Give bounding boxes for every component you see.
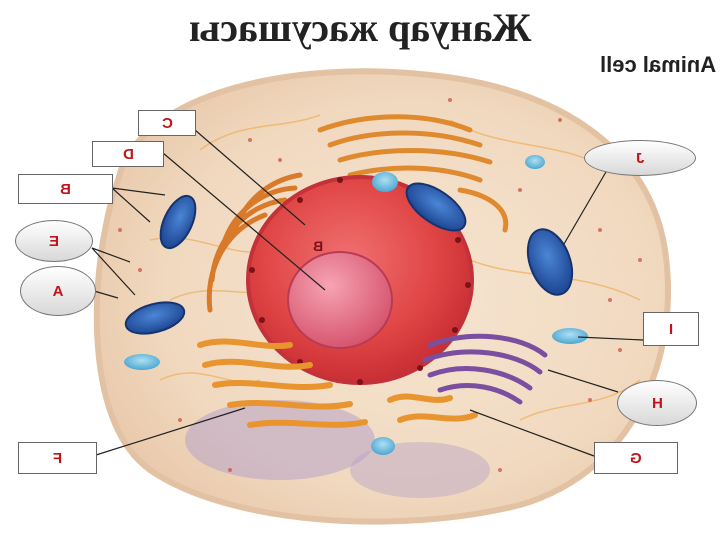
rough-er-left (206, 172, 303, 313)
label-a-text: A (52, 282, 64, 300)
label-g-text: G (630, 449, 642, 467)
lysosome-cluster-2 (350, 442, 490, 498)
label-oval-e: E (15, 220, 93, 262)
leader-lines (91, 129, 644, 457)
subtitle: Animal cell (600, 52, 720, 78)
mitochondria (124, 182, 574, 335)
title-text: Жануар жасушасы (188, 5, 532, 50)
label-b-text: B (60, 180, 71, 198)
nucleus-label-text: B (313, 238, 324, 254)
vesicles (124, 155, 588, 455)
page-title: Жануар жасушасы (0, 4, 720, 51)
label-box-c: C (138, 110, 196, 136)
label-box-i: I (643, 312, 699, 346)
label-i-text: I (668, 320, 674, 338)
ribosomes (118, 98, 642, 472)
lysosome-cluster (185, 400, 375, 480)
label-f-text: F (52, 449, 63, 467)
label-e-text: E (48, 232, 59, 250)
nucleus-inline-label: B (313, 238, 323, 256)
label-box-b: B (18, 174, 113, 204)
golgi-apparatus (422, 333, 548, 405)
label-j-text: J (635, 149, 645, 167)
label-box-d: D (92, 141, 164, 167)
label-box-f: F (18, 442, 97, 474)
label-oval-j: J (584, 140, 696, 176)
label-oval-h: H (617, 380, 697, 426)
nucleolus (287, 251, 393, 349)
subtitle-text: Animal cell (600, 52, 717, 77)
label-box-g: G (594, 442, 678, 474)
label-c-text: C (161, 114, 173, 132)
label-h-text: H (651, 394, 663, 412)
rough-er (317, 114, 509, 233)
label-oval-a: A (20, 266, 96, 316)
smooth-er (197, 338, 478, 428)
label-d-text: D (122, 145, 134, 163)
